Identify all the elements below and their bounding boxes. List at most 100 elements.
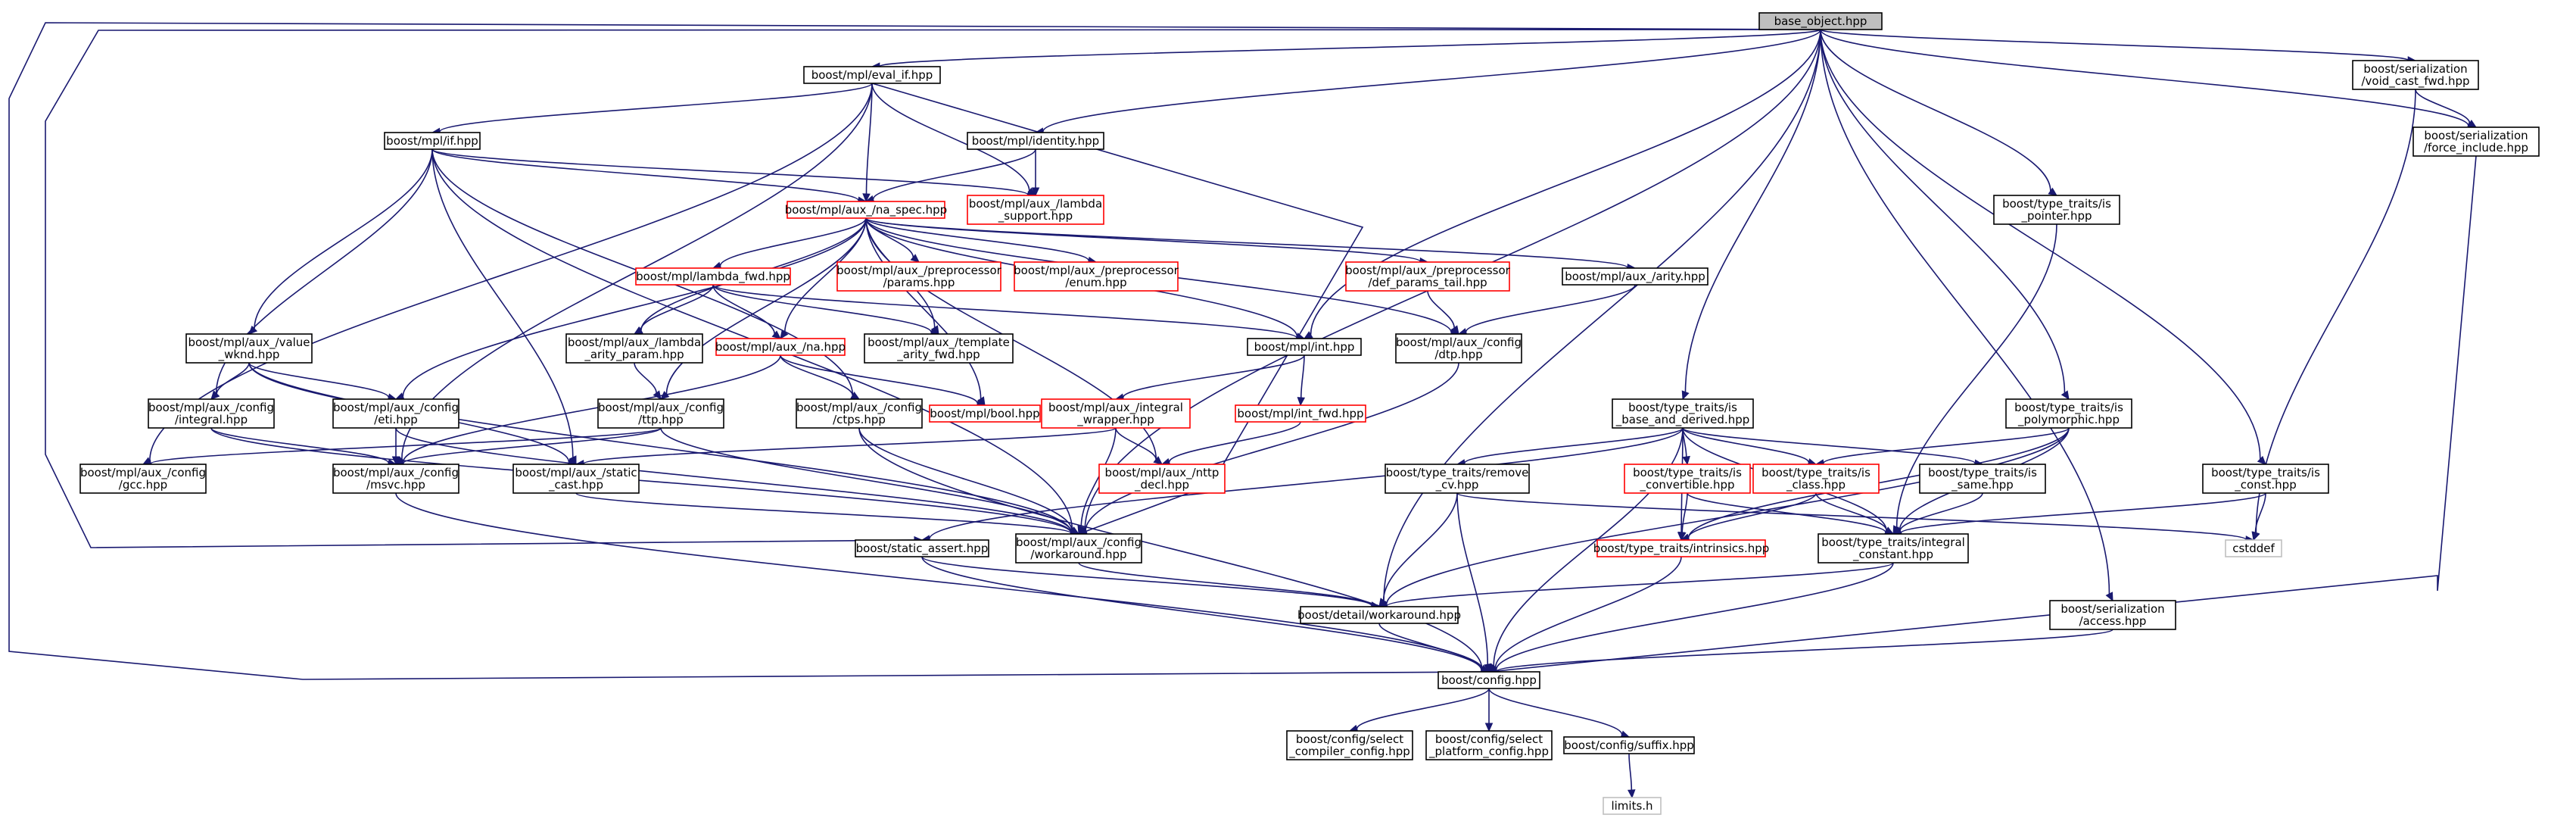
node-box (2049, 600, 2176, 630)
node-pp-enum[interactable]: boost/mpl/aux_/preprocessor/enum.hpp (1014, 261, 1179, 292)
edge-line (1493, 427, 1684, 667)
node-lambda-arity-param[interactable]: boost/mpl/aux_/lambda_arity_param.hpp (565, 333, 703, 364)
node-is-base-and-derived[interactable]: boost/type_traits/is_base_and_derived.hp… (1612, 398, 1754, 429)
edge-lambda_fwd-to-na (712, 284, 781, 339)
edge-is_const-to-integral_constant (1892, 492, 2266, 538)
node-na-spec[interactable]: boost/mpl/aux_/na_spec.hpp (785, 201, 947, 219)
node-integral-constant[interactable]: boost/type_traits/integral_constant.hpp (1818, 533, 1969, 564)
node-label: /params.hpp (883, 276, 955, 289)
edge-na_spec-to-lambda_fwd (712, 217, 867, 270)
node-config-workaround[interactable]: boost/mpl/aux_/config/workaround.hpp (1015, 533, 1142, 564)
node-pp-params[interactable]: boost/mpl/aux_/preprocessor/params.hpp (836, 261, 1002, 292)
edge-root-to-int (1303, 29, 1821, 339)
edge-line (1168, 421, 1301, 463)
node-static-cast[interactable]: boost/mpl/aux_/static_cast.hpp (512, 464, 640, 494)
node-config[interactable]: boost/config.hpp (1438, 671, 1540, 689)
graph-edges (8, 22, 2478, 799)
node-label: boost/type_traits/is (1928, 466, 2037, 480)
edge-line (1687, 492, 1817, 539)
node-int[interactable]: boost/mpl/int.hpp (1247, 338, 1362, 356)
edge-line (2415, 89, 2471, 123)
arrowhead (1628, 789, 1636, 799)
edge-na_spec-to-pp_params (865, 217, 920, 263)
node-template-arity-fwd[interactable]: boost/mpl/aux_/template_arity_fwd.hpp (864, 333, 1014, 364)
edge-line (1456, 492, 2247, 541)
edge-line (1382, 492, 1458, 601)
node-box (1612, 398, 1754, 429)
node-is-class[interactable]: boost/type_traits/is_class.hpp (1752, 464, 1880, 494)
node-int-fwd[interactable]: boost/mpl/int_fwd.hpp (1235, 404, 1366, 423)
node-is-const[interactable]: boost/type_traits/is_const.hpp (2202, 464, 2329, 494)
node-label: boost/mpl/aux_/template (867, 336, 1010, 350)
node-select-compiler[interactable]: boost/config/select_compiler_config.hpp (1286, 730, 1413, 760)
node-force-include[interactable]: boost/serialization/force_include.hpp (2412, 126, 2540, 157)
edge-line (8, 22, 1821, 680)
edge-line (1628, 753, 1633, 791)
edge-line (1820, 29, 2066, 393)
node-identity[interactable]: boost/mpl/identity.hpp (967, 132, 1104, 150)
edge-line (719, 217, 867, 267)
edge-eval_if-to-na_spec (862, 83, 873, 203)
edge-line (402, 354, 781, 463)
edge-pp_def_params_tail-to-config_dtp (1427, 290, 1459, 335)
edge-detail_workaround-to-config (1378, 623, 1490, 673)
edge-line (210, 427, 1072, 534)
node-config-ttp[interactable]: boost/mpl/aux_/config/ttp.hpp (597, 398, 724, 429)
edge-config_dtp-to-config_workaround (1077, 362, 1459, 535)
node-config-integral[interactable]: boost/mpl/aux_/config/integral.hpp (148, 398, 275, 429)
node-config-dtp[interactable]: boost/mpl/aux_/config/dtp.hpp (1395, 333, 1522, 364)
edge-line (1895, 223, 2057, 528)
node-lambda-fwd[interactable]: boost/mpl/lambda_fwd.hpp (635, 267, 791, 286)
node-remove-cv[interactable]: boost/type_traits/remove_cv.hpp (1385, 464, 1530, 494)
node-integral-wrapper[interactable]: boost/mpl/aux_/integral_wrapper.hpp (1041, 398, 1191, 429)
node-arity[interactable]: boost/mpl/aux_/arity.hpp (1562, 267, 1709, 286)
node-static-assert[interactable]: boost/static_assert.hpp (855, 539, 989, 557)
node-eval-if[interactable]: boost/mpl/eval_if.hpp (803, 66, 941, 84)
node-if[interactable]: boost/mpl/if.hpp (384, 132, 481, 150)
arrowhead (1077, 525, 1086, 535)
node-intrinsics[interactable]: boost/type_traits/intrinsics.hpp (1593, 539, 1770, 557)
node-select-platform[interactable]: boost/config/select_platform_config.hpp (1425, 730, 1553, 760)
edge-lambda_fwd-to-int (712, 284, 1306, 342)
node-label: boost/detail/workaround.hpp (1297, 608, 1461, 622)
node-box (79, 464, 207, 494)
node-label: _pointer.hpp (2020, 209, 2092, 223)
node-label: base_object.hpp (1774, 14, 1867, 29)
node-config-ctps[interactable]: boost/mpl/aux_/config/ctps.hpp (796, 398, 923, 429)
node-detail-workaround[interactable]: boost/detail/workaround.hpp (1297, 606, 1461, 624)
node-lambda-support[interactable]: boost/mpl/aux_/lambda_support.hpp (967, 195, 1104, 225)
node-nttp-decl[interactable]: boost/mpl/aux_/nttp_decl.hpp (1098, 464, 1226, 494)
edge-line (1496, 629, 2113, 673)
node-box (2005, 398, 2132, 429)
arrowhead (391, 456, 400, 466)
node-void-cast-fwd[interactable]: boost/serialization/void_cast_fwd.hpp (2352, 60, 2479, 90)
edge-line (1820, 29, 2051, 192)
node-is-same[interactable]: boost/type_traits/is_same.hpp (1919, 464, 2046, 494)
node-na[interactable]: boost/mpl/aux_/na.hpp (715, 338, 846, 356)
node-value-wknd[interactable]: boost/mpl/aux_/value_wknd.hpp (185, 333, 313, 364)
node-is-polymorphic[interactable]: boost/type_traits/is_polymorphic.hpp (2005, 398, 2132, 429)
node-label: boost/mpl/int_fwd.hpp (1237, 407, 1363, 421)
node-box (635, 267, 791, 286)
node-access[interactable]: boost/serialization/access.hpp (2049, 600, 2176, 630)
node-label: _support.hpp (998, 209, 1073, 223)
node-label: boost/type_traits/is (2002, 197, 2111, 211)
arrowhead (248, 325, 258, 335)
edge-line (712, 284, 775, 334)
node-config-eti[interactable]: boost/mpl/aux_/config/eti.hpp (332, 398, 459, 429)
node-is-pointer[interactable]: boost/type_traits/is_pointer.hpp (1993, 195, 2120, 225)
edge-line (1820, 29, 2469, 126)
edge-line (395, 492, 1482, 671)
node-label: boost/serialization (2060, 602, 2164, 616)
node-is-convertible[interactable]: boost/type_traits/is_convertible.hpp (1624, 464, 1751, 494)
edge-line (858, 427, 1073, 531)
node-bool[interactable]: boost/mpl/bool.hpp (929, 404, 1041, 423)
edge-line (402, 217, 867, 397)
node-config-msvc[interactable]: boost/mpl/aux_/config/msvc.hpp (332, 464, 459, 494)
node-suffix[interactable]: boost/config/suffix.hpp (1563, 736, 1695, 754)
node-label: /def_params_tail.hpp (1368, 276, 1487, 290)
node-label: boost/mpl/aux_/value (188, 336, 310, 350)
node-pp-def-params-tail[interactable]: boost/mpl/aux_/preprocessor/def_params_t… (1345, 261, 1511, 292)
node-config-gcc[interactable]: boost/mpl/aux_/config/gcc.hpp (79, 464, 207, 494)
node-box (1993, 195, 2120, 225)
